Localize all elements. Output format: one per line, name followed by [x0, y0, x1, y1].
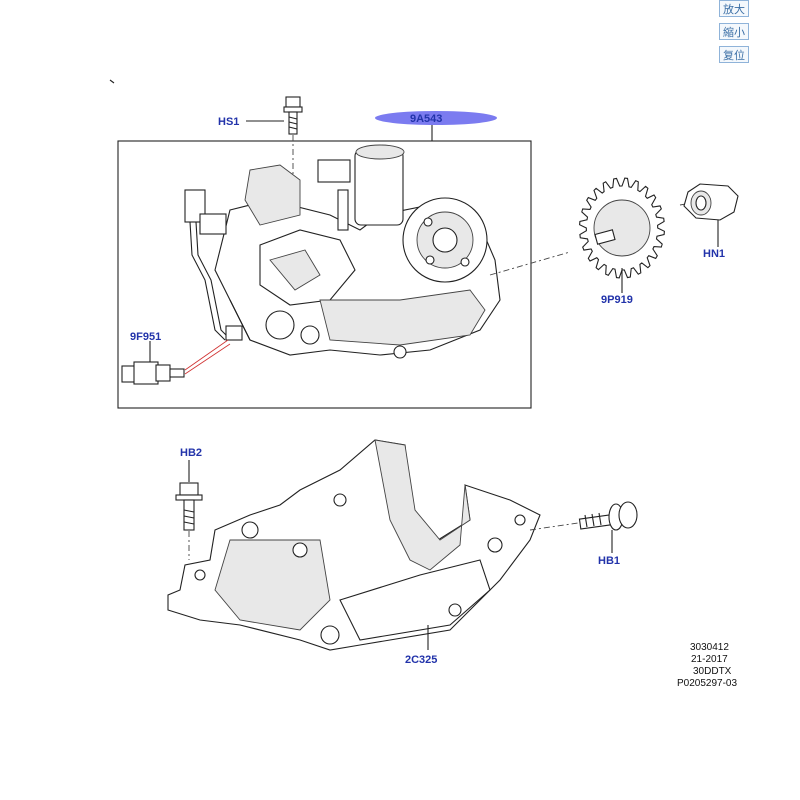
info-line-3: 30DDTX: [693, 666, 732, 677]
info-line-4: P0205297-03: [677, 678, 737, 689]
hs1-bolt[interactable]: [283, 96, 303, 135]
hn1-nut[interactable]: [683, 183, 739, 221]
gear-axis: [489, 251, 571, 276]
callout-hb1[interactable]: HB1: [598, 555, 620, 567]
zoom-in-button[interactable]: 放大: [719, 0, 749, 17]
sensor-axis-1: [184, 339, 229, 371]
sensor-axis-2: [184, 343, 231, 375]
fuel-pump[interactable]: [214, 144, 501, 359]
pump-drive-gear[interactable]: [579, 177, 665, 279]
callout-pump[interactable]: 9A543: [410, 113, 442, 125]
pressure-sensor[interactable]: [121, 361, 185, 385]
pump-bracket[interactable]: [167, 439, 541, 651]
callout-hb2[interactable]: HB2: [180, 447, 202, 459]
callout-bracket[interactable]: 2C325: [405, 654, 437, 666]
callout-nut[interactable]: HN1: [703, 248, 725, 260]
hb2-bolt[interactable]: [175, 482, 203, 531]
reset-button[interactable]: 复位: [719, 46, 749, 63]
callout-sensor[interactable]: 9F951: [130, 331, 161, 343]
zoom-controls: 放大 縮小 复位: [719, 0, 751, 69]
info-line-1: 3030412: [690, 642, 729, 653]
hb1-axis: [529, 522, 579, 531]
pump-frame: [117, 140, 532, 409]
zoom-out-button[interactable]: 縮小: [719, 23, 749, 40]
hb1-bolt[interactable]: [578, 501, 638, 531]
callout-gear[interactable]: 9P919: [601, 294, 633, 306]
pump-connector: [184, 189, 243, 341]
info-line-2: 21-2017: [691, 654, 728, 665]
corner-mark: [109, 79, 115, 84]
callout-hs1[interactable]: HS1: [218, 116, 239, 128]
pump-label-highlight: [375, 111, 497, 125]
